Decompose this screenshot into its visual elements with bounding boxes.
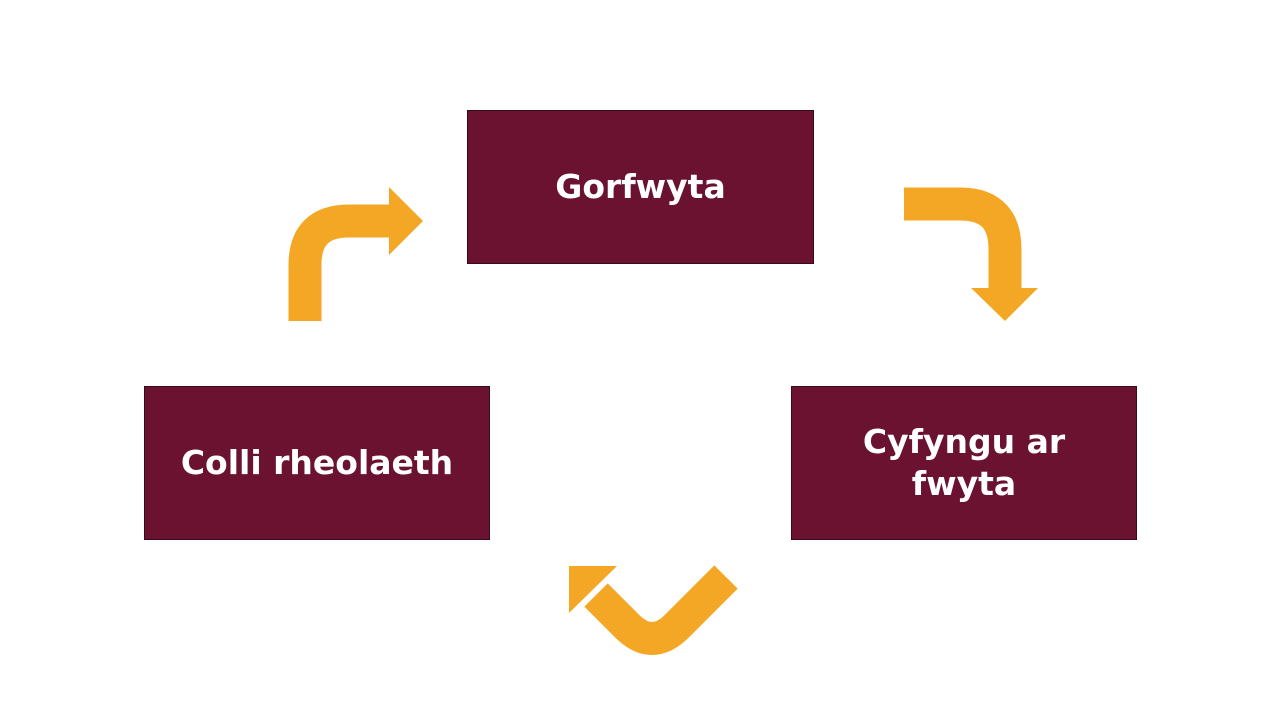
node-cyfyngu-ar-fwyta: Cyfyngu ar fwyta	[791, 386, 1137, 540]
node-colli-rheolaeth: Colli rheolaeth	[144, 386, 490, 540]
arrow-cyfyngu-to-colli	[569, 565, 738, 655]
arrow-colli-to-gorfwyta	[288, 187, 423, 321]
node-label: Colli rheolaeth	[180, 443, 454, 482]
arrow-gorfwyta-to-cyfyngu	[904, 187, 1038, 321]
node-label: Cyfyngu ar fwyta	[862, 422, 1066, 503]
node-label: Gorfwyta	[555, 167, 726, 206]
node-gorfwyta: Gorfwyta	[467, 110, 814, 264]
